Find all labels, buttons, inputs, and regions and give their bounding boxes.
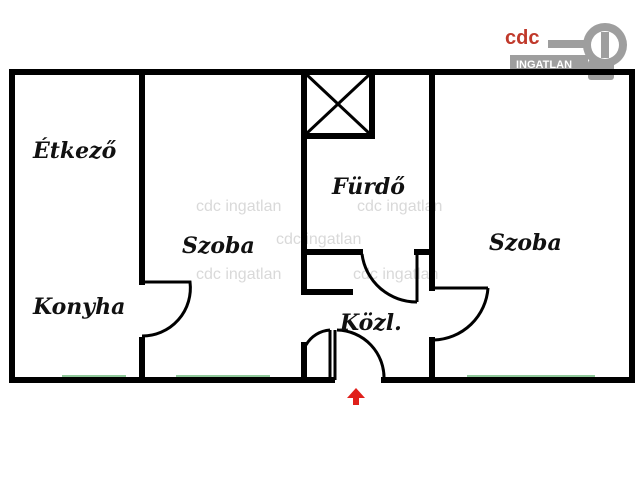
watermark-text: cdc ingatlan — [196, 266, 281, 283]
room-label-dining: Étkező — [32, 137, 117, 164]
door-hall-closet — [304, 328, 332, 380]
logo-subtitle: INGATLAN — [516, 59, 572, 71]
room-label-left-room: Szoba — [182, 233, 255, 259]
watermark-text: cdc ingatlan — [196, 198, 281, 215]
door-room-right — [432, 286, 490, 342]
doors — [141, 253, 490, 381]
room-label-hall: Közl. — [339, 310, 402, 336]
room-label-bathroom: Fürdő — [331, 174, 405, 200]
room-labels: Étkező Konyha Szoba Fürdő Közl. Szoba — [32, 137, 562, 336]
watermark-text: cdc ingatlan — [357, 198, 442, 215]
watermark-text: cdc ingatlan — [276, 231, 361, 248]
door-entrance — [333, 328, 386, 381]
logo-brand: cdc — [505, 27, 539, 49]
room-label-kitchen: Konyha — [32, 294, 125, 320]
logo-banner — [510, 55, 588, 73]
entrance-arrow-icon — [347, 388, 365, 405]
ventilation-shaft-icon — [304, 72, 372, 136]
room-label-right-room: Szoba — [489, 230, 562, 256]
door-kitchen — [141, 280, 192, 338]
walls — [9, 69, 635, 383]
door-bathroom — [360, 253, 419, 304]
